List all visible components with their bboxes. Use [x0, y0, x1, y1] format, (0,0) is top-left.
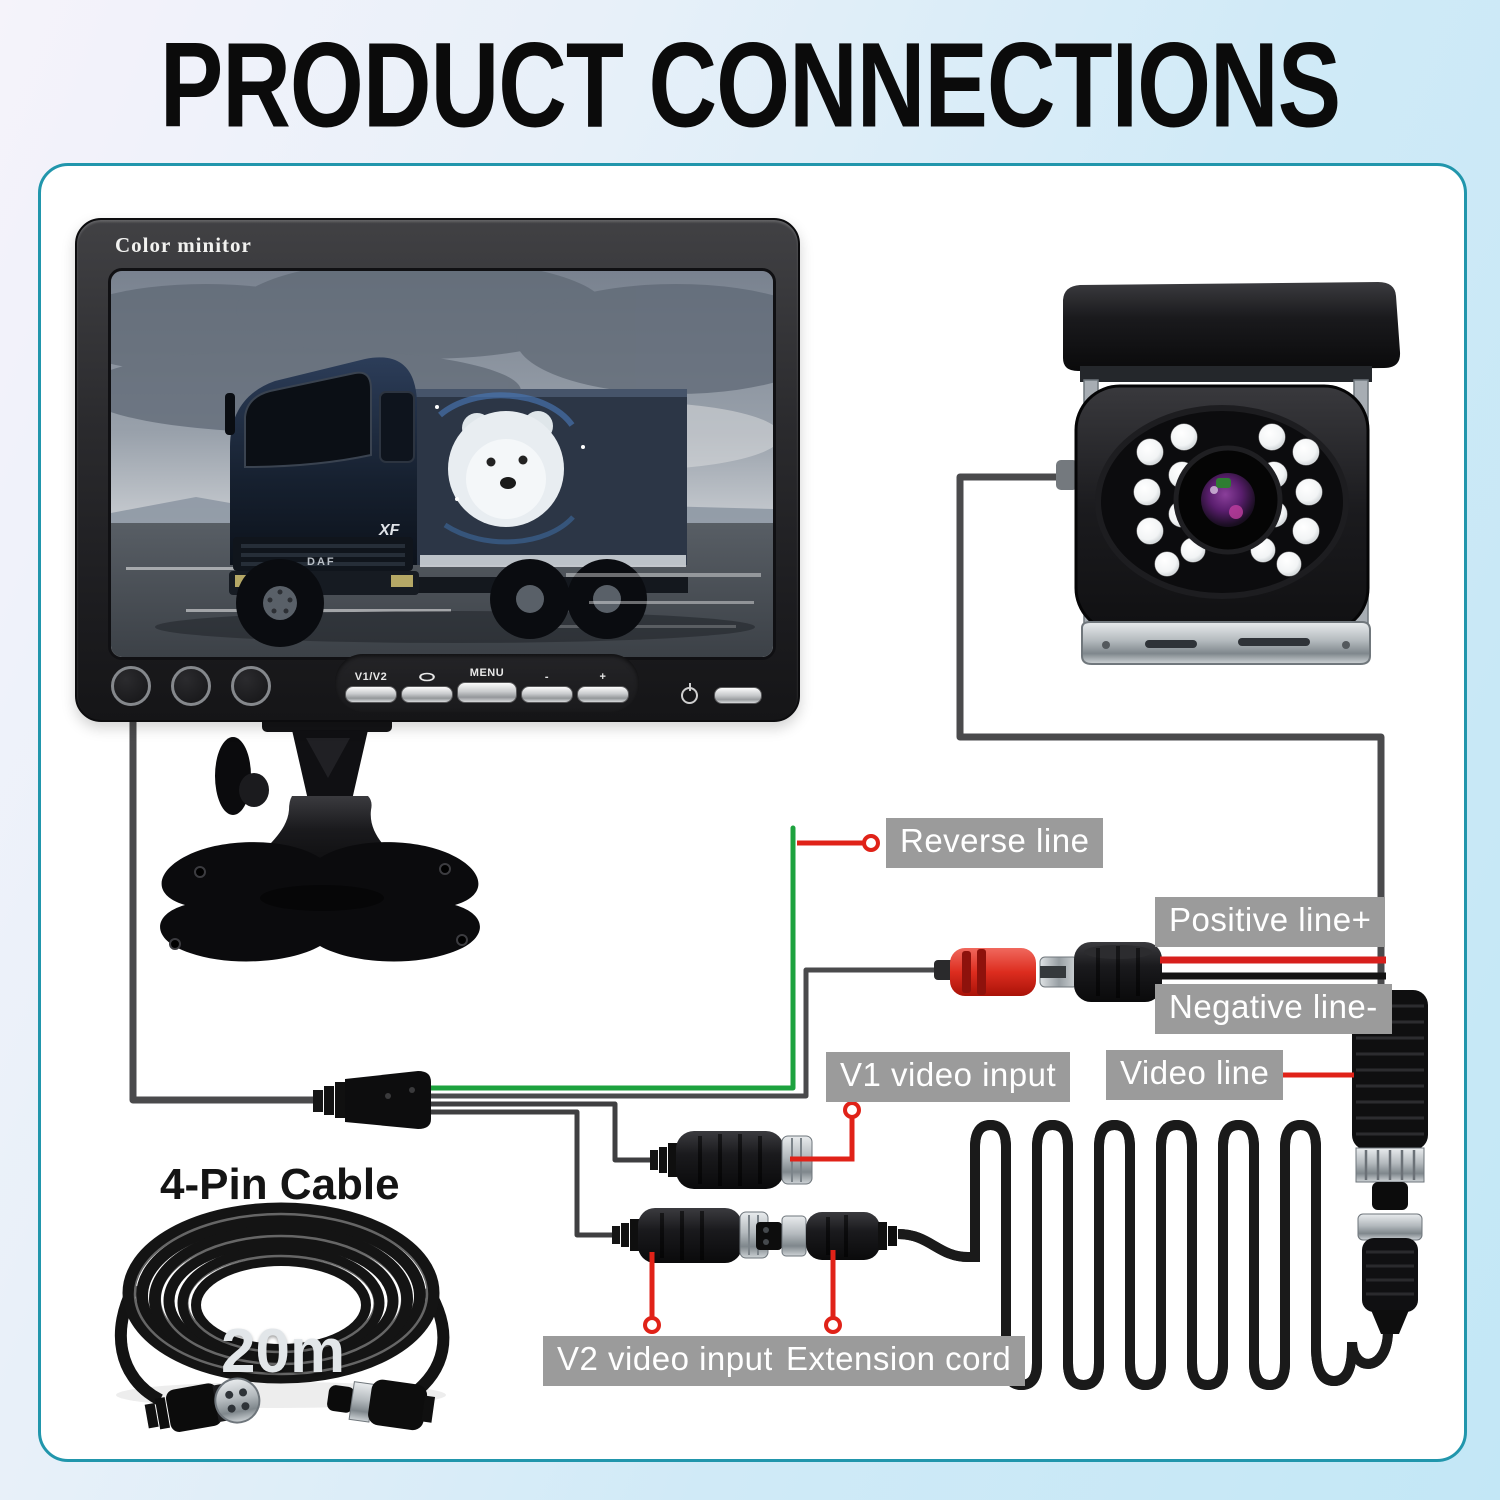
video-line-connector	[1352, 990, 1428, 1334]
truck-illustration: XF DAF	[155, 357, 755, 647]
source-cycle-button[interactable]	[401, 686, 453, 703]
screen-truck-image: XF DAF	[111, 271, 773, 657]
dc-power-connector	[1039, 942, 1162, 1002]
v2-connector	[612, 1208, 769, 1263]
speaker-hole	[171, 666, 211, 706]
truck-model-text: XF	[378, 522, 401, 539]
v2-branch-wire	[425, 1109, 617, 1238]
minus-button[interactable]	[521, 686, 573, 703]
label-v2-video-input: V2 video input	[543, 1336, 788, 1386]
v1-branch-wire	[425, 1101, 655, 1163]
page-title: PRODUCT CONNECTIONS	[159, 16, 1341, 153]
rca-red-connector	[950, 948, 1036, 996]
monitor-stand	[160, 712, 480, 962]
v1-connector	[650, 1131, 813, 1189]
cycle-icon	[418, 672, 436, 682]
monitor-brand-label: Color minitor	[115, 233, 252, 257]
reverse-wire-green	[425, 825, 796, 1091]
camera-bracket-bottom	[1081, 621, 1371, 665]
label-video-line: Video line	[1106, 1050, 1284, 1100]
speaker-hole	[111, 666, 151, 706]
rear-view-camera	[1056, 282, 1401, 665]
power-plug-pair	[934, 942, 1386, 1002]
extension-cord-connector	[756, 1212, 897, 1260]
monitor-output-cable	[129, 701, 320, 1104]
speaker-hole	[231, 666, 271, 706]
cable-splitter	[313, 1071, 431, 1129]
button-label-plus: +	[599, 671, 607, 683]
callout-pointers	[643, 834, 1354, 1334]
truck-brand-text: DAF	[307, 556, 336, 568]
cable-length-marking: 20m	[221, 1317, 346, 1386]
four-pin-male-connector	[144, 1377, 261, 1432]
monitor-screen: XF DAF	[108, 268, 776, 660]
camera-cable	[956, 473, 1385, 999]
four-pin-cable-title: 4-Pin Cable	[160, 1160, 400, 1209]
label-reverse-line: Reverse line	[886, 818, 1104, 868]
label-positive-line: Positive line+	[1155, 897, 1386, 947]
power-icon	[681, 683, 698, 704]
v1v2-button[interactable]	[345, 686, 397, 703]
power-button[interactable]	[714, 687, 762, 704]
plus-button[interactable]	[577, 686, 629, 703]
monitor-speaker-holes	[111, 666, 271, 706]
power-branch-wire	[425, 967, 945, 1099]
camera-sun-shade	[1063, 282, 1401, 371]
label-extension-cord: Extension cord	[772, 1336, 1026, 1386]
button-label-menu: MENU	[469, 667, 505, 679]
four-pin-cable-coil	[114, 1202, 450, 1432]
monitor-button-cluster: V1/V2 MENU - +	[335, 654, 639, 712]
menu-button[interactable]	[457, 682, 517, 703]
four-pin-female-connector	[327, 1379, 436, 1431]
button-label-minus: -	[544, 671, 550, 683]
camera-lens	[1173, 445, 1283, 555]
label-v1-video-input: V1 video input	[826, 1052, 1071, 1102]
monitor-power-zone	[681, 683, 762, 704]
button-label-v1v2: V1/V2	[354, 671, 388, 683]
monitor: Color minitor	[75, 218, 800, 722]
label-negative-line: Negative line-	[1155, 984, 1392, 1034]
